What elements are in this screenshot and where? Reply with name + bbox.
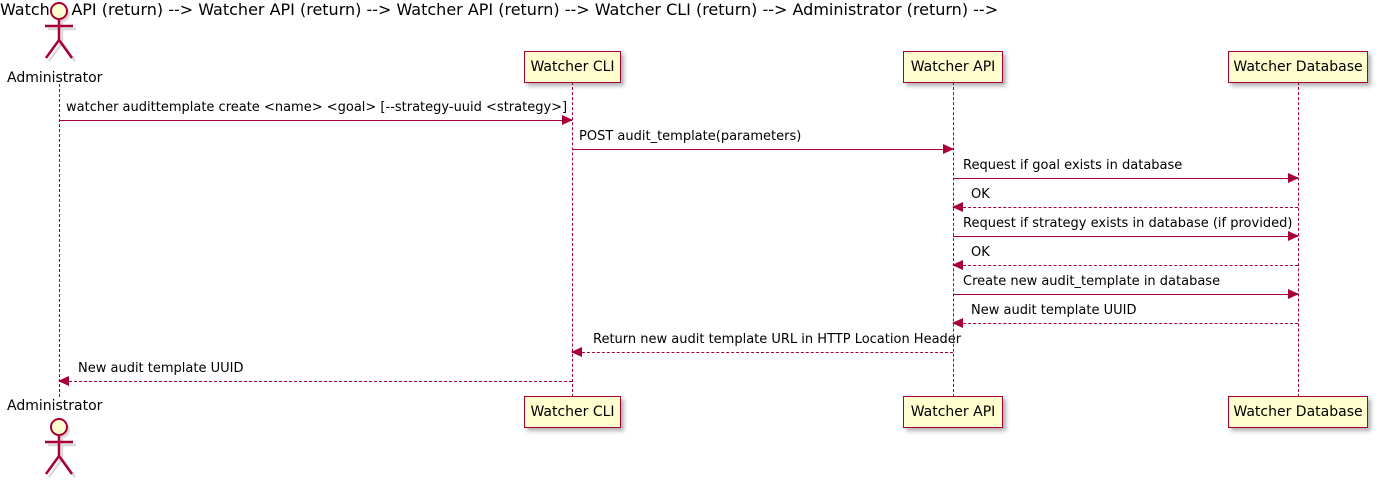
message-label-2: POST audit_template(parameters) bbox=[579, 129, 802, 144]
participant-label-watcher-database-bottom: Watcher Database bbox=[1233, 404, 1363, 420]
message-line-5 bbox=[953, 236, 1298, 237]
message-line-6 bbox=[953, 265, 1298, 266]
message-line-9 bbox=[572, 352, 953, 353]
arrowhead-left-10 bbox=[58, 376, 69, 386]
participant-watcher-cli-bottom[interactable]: Watcher CLI bbox=[524, 396, 621, 428]
message-label-8: New audit template UUID bbox=[971, 303, 1137, 318]
arrowhead-left-4 bbox=[952, 202, 963, 212]
participant-label-watcher-cli-top: Watcher CLI bbox=[530, 59, 615, 75]
actor-label-administrator-top: Administrator bbox=[7, 70, 103, 86]
message-label-10: New audit template UUID bbox=[78, 361, 244, 376]
participant-watcher-api-bottom[interactable]: Watcher API bbox=[903, 396, 1003, 428]
message-line-2 bbox=[572, 149, 953, 150]
participant-watcher-cli-top[interactable]: Watcher CLI bbox=[524, 51, 621, 83]
message-line-4 bbox=[953, 207, 1298, 208]
message-label-5: Request if strategy exists in database (… bbox=[963, 216, 1293, 231]
lifeline-watcher-api bbox=[953, 82, 954, 397]
arrowhead-right-3 bbox=[1288, 173, 1299, 183]
actor-figure-icon bbox=[44, 418, 77, 478]
message-label-6: OK bbox=[971, 245, 990, 260]
message-line-7 bbox=[953, 294, 1298, 295]
lifeline-watcher-cli bbox=[572, 82, 573, 397]
actor-label-administrator-bottom: Administrator bbox=[7, 398, 103, 414]
message-line-3 bbox=[953, 178, 1298, 179]
participant-label-watcher-database-top: Watcher Database bbox=[1233, 59, 1363, 75]
arrowhead-right-5 bbox=[1288, 231, 1299, 241]
actor-figure-icon bbox=[44, 2, 77, 62]
participant-label-watcher-api-bottom: Watcher API bbox=[910, 404, 996, 420]
message-line-8 bbox=[953, 323, 1298, 324]
message-line-10 bbox=[59, 381, 572, 382]
message-label-3: Request if goal exists in database bbox=[963, 158, 1183, 173]
message-label-4: OK bbox=[971, 187, 990, 202]
arrowhead-left-9 bbox=[571, 347, 582, 357]
arrowhead-right-7 bbox=[1288, 289, 1299, 299]
arrowhead-right-2 bbox=[943, 144, 954, 154]
lifeline-administrator bbox=[59, 84, 60, 397]
message-label-9: Return new audit template URL in HTTP Lo… bbox=[593, 332, 962, 347]
message-label-1: watcher audittemplate create <name> <goa… bbox=[66, 100, 568, 115]
participant-watcher-api-top[interactable]: Watcher API bbox=[903, 51, 1003, 83]
arrowhead-left-8 bbox=[952, 318, 963, 328]
actor-administrator-bottom bbox=[32, 418, 88, 480]
message-label-7: Create new audit_template in database bbox=[963, 274, 1221, 289]
actor-administrator-top bbox=[32, 2, 88, 64]
participant-watcher-database-bottom[interactable]: Watcher Database bbox=[1228, 396, 1368, 428]
participant-label-watcher-api-top: Watcher API bbox=[910, 59, 996, 75]
participant-label-watcher-cli-bottom: Watcher CLI bbox=[530, 404, 615, 420]
arrowhead-right-1 bbox=[562, 115, 573, 125]
participant-watcher-database-top[interactable]: Watcher Database bbox=[1228, 51, 1368, 83]
arrowhead-left-6 bbox=[952, 260, 963, 270]
message-line-1 bbox=[59, 120, 572, 121]
